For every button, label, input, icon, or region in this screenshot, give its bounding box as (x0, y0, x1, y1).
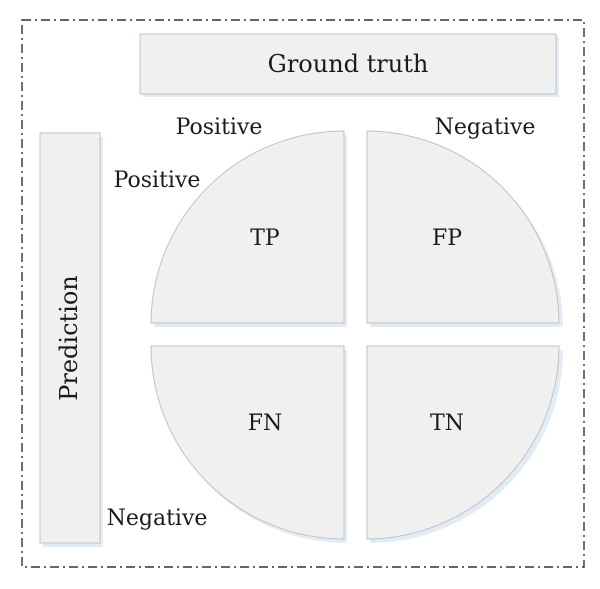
tp-label: TP (250, 226, 280, 251)
fp-quadrant (366, 130, 560, 324)
ground-truth-negative-label: Negative (435, 115, 536, 140)
fn-label: FN (248, 411, 283, 436)
fp-label: FP (432, 226, 462, 251)
prediction-positive-label: Positive (114, 168, 201, 193)
outer-frame (21, 19, 585, 568)
ground-truth-box (139, 33, 557, 95)
prediction-label: Prediction (55, 275, 83, 401)
tp-quadrant (150, 130, 345, 324)
tn-label: TN (430, 411, 464, 436)
fn-quadrant (150, 345, 345, 540)
prediction-box (39, 132, 101, 544)
prediction-negative-label: Negative (107, 506, 208, 531)
ground-truth-label: Ground truth (268, 50, 429, 78)
ground-truth-positive-label: Positive (176, 115, 263, 140)
tn-quadrant (366, 345, 560, 540)
